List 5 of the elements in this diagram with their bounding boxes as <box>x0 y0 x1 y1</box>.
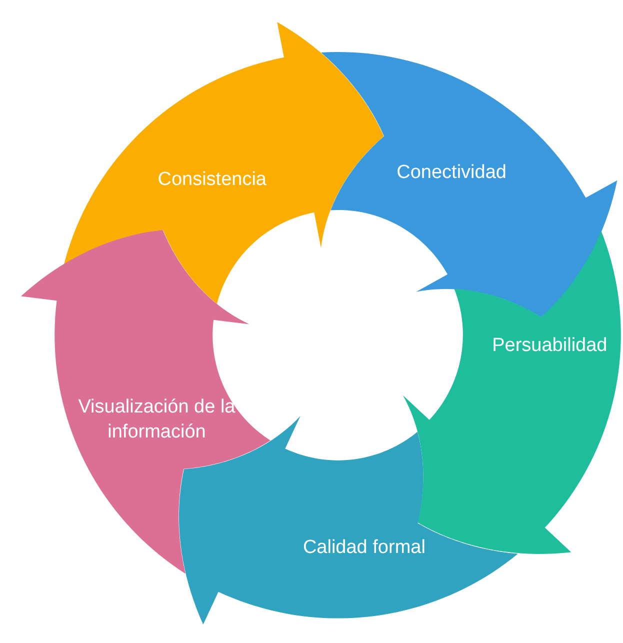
segment-label: Conectividad <box>396 160 508 185</box>
segment-label: Visualización de la información <box>77 394 236 444</box>
segment-label: Persuabilidad <box>491 334 608 358</box>
segment-label: Calidad formal <box>302 536 426 561</box>
segment-label: Consistencia <box>156 168 268 192</box>
